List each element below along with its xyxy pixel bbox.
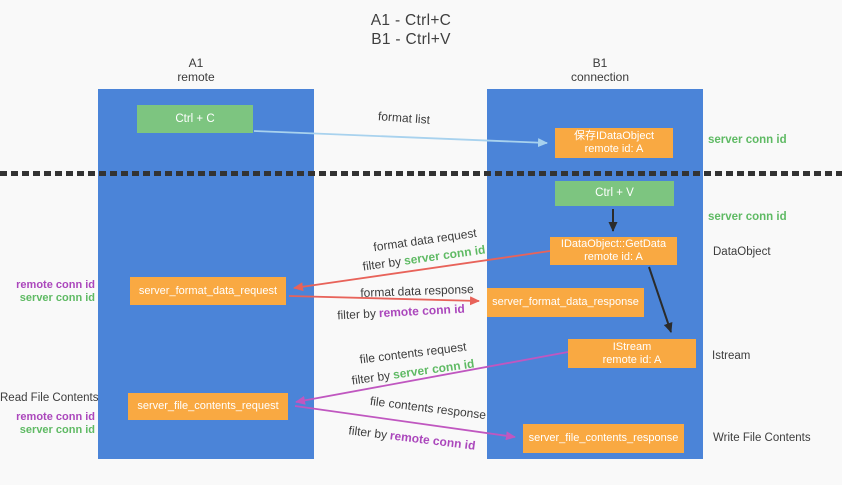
node-getdata-line2: remote id: A bbox=[584, 251, 643, 263]
node-ctrl-c: Ctrl + C bbox=[137, 105, 253, 133]
lane-header-b1: B1 connection bbox=[540, 56, 660, 84]
label-istream: Istream bbox=[712, 350, 750, 362]
node-getdata-line1: IDataObject::GetData bbox=[560, 238, 667, 250]
server-conn-id-label: server conn id bbox=[19, 424, 95, 436]
lane-b1-name: B1 bbox=[592, 56, 608, 70]
node-save-idataobject: 保存IDataObject remote id: A bbox=[555, 128, 673, 158]
lane-a1-subtitle: remote bbox=[177, 70, 215, 84]
lane-header-a1: A1 remote bbox=[136, 56, 256, 84]
label-conn-ids-format: remote conn id server conn id bbox=[0, 279, 95, 305]
node-server-file-contents-response: server_file_contents_response bbox=[523, 424, 684, 453]
filter-by-text: filter by bbox=[336, 306, 377, 323]
arrow-format-data-request bbox=[293, 250, 551, 292]
node-save-idataobject-line2: remote id: A bbox=[584, 143, 644, 155]
arrow-getdata-to-istream bbox=[648, 266, 673, 333]
label-conn-ids-file: remote conn id server conn id bbox=[0, 411, 95, 437]
server-conn-id-label: server conn id bbox=[708, 134, 787, 146]
title-line-1: A1 - Ctrl+C bbox=[370, 12, 452, 29]
dataobject-text: DataObject bbox=[713, 246, 771, 258]
session-separator-line bbox=[0, 171, 842, 176]
node-ctrl-v-label: Ctrl + V bbox=[595, 187, 634, 199]
arrow-file-contents-response bbox=[294, 405, 516, 441]
label-write-file-contents: Write File Contents bbox=[713, 432, 811, 444]
node-ctrl-v: Ctrl + V bbox=[555, 181, 674, 206]
arrow-file-contents-request bbox=[295, 351, 569, 405]
istream-text: Istream bbox=[712, 350, 751, 362]
server-conn-id-label: server conn id bbox=[19, 292, 95, 304]
arrow-format-data-response bbox=[288, 295, 480, 306]
remote-conn-id-label: remote conn id bbox=[16, 411, 95, 423]
node-format-request-label: server_format_data_request bbox=[138, 284, 278, 297]
node-istream-line1: IStream bbox=[612, 340, 652, 353]
read-file-contents-text: Read File Contents bbox=[0, 392, 99, 404]
server-conn-id-label: server conn id bbox=[708, 211, 787, 223]
title-line-2: B1 - Ctrl+V bbox=[371, 31, 451, 48]
write-file-contents-text: Write File Contents bbox=[713, 432, 811, 444]
node-format-response-label: server_format_data_response bbox=[492, 296, 639, 308]
node-server-format-data-request: server_format_data_request bbox=[130, 277, 286, 305]
lane-b1-subtitle: connection bbox=[570, 70, 630, 84]
label-read-file-contents: Read File Contents bbox=[0, 392, 98, 405]
remote-conn-id-label: remote conn id bbox=[16, 279, 95, 291]
node-ctrl-c-label: Ctrl + C bbox=[175, 112, 215, 125]
label-server-conn-id-mid: server conn id bbox=[708, 211, 787, 223]
node-idataobject-getdata: IDataObject::GetData remote id: A bbox=[550, 237, 677, 265]
label-server-conn-id-top: server conn id bbox=[708, 134, 787, 146]
diagram-title: A1 - Ctrl+C B1 - Ctrl+V bbox=[311, 11, 511, 49]
label-dataobject: DataObject bbox=[713, 246, 771, 258]
arrow-format-list bbox=[253, 130, 548, 148]
node-istream-line2: remote id: A bbox=[602, 353, 662, 366]
node-server-file-contents-request: server_file_contents_request bbox=[128, 393, 288, 420]
node-file-request-label: server_file_contents_request bbox=[137, 400, 279, 412]
lane-a1-name: A1 bbox=[188, 56, 204, 70]
node-istream: IStream remote id: A bbox=[568, 339, 696, 368]
node-save-idataobject-line1: 保存IDataObject bbox=[573, 130, 655, 142]
node-file-response-label: server_file_contents_response bbox=[528, 432, 679, 444]
node-server-format-data-response: server_format_data_response bbox=[487, 288, 644, 317]
